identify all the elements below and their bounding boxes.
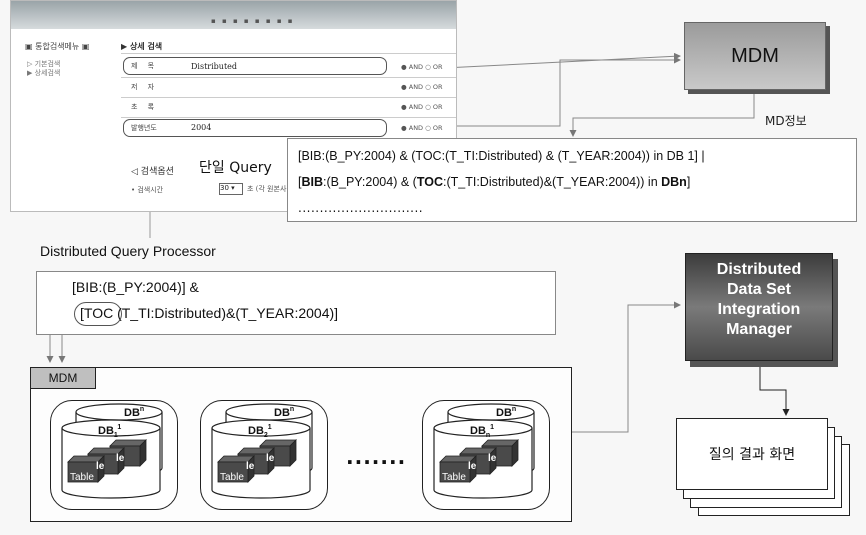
db-back-label: DBn: [274, 406, 294, 419]
search-options-label: ◁ 검색옵션: [131, 167, 174, 177]
db-back-label: DBn: [496, 406, 516, 419]
screenshot-topbar: ▪ ▪ ▪ ▪ ▪ ▪ ▪ ▪: [11, 1, 456, 29]
table-cube: [217, 461, 249, 483]
result-card-front: 질의 결과 화면: [676, 418, 828, 490]
search-time-suffix: 초 (각 원본사: [247, 185, 287, 193]
mdm-box: MDM: [684, 22, 826, 90]
row-label-title: 제 목: [131, 62, 159, 70]
title-highlight: [123, 57, 387, 75]
table-label: Table: [70, 472, 94, 483]
result-stack: 질의 결과 화면: [676, 418, 856, 518]
sidebar-item-detail[interactable]: ▶ 상세검색: [27, 69, 61, 77]
db-front-cylinder-top: [211, 419, 311, 437]
table-ie-label: le: [266, 453, 275, 464]
db-back-cylinder-top: [447, 403, 535, 421]
db-back-label: DBn: [124, 406, 144, 419]
sidebar-item-basic[interactable]: ▷ 기본검색: [27, 60, 61, 68]
db-front-cylinder-top: [433, 419, 533, 437]
andor-radio[interactable]: ● AND ○ OR: [401, 124, 443, 132]
andor-radio[interactable]: ● AND ○ OR: [401, 103, 443, 111]
dqp-query-box: [36, 271, 556, 335]
bib-query-box: [BIB:(B_PY:2004) & (TOC:(T_TI:Distribute…: [287, 138, 857, 222]
result-label: 질의 결과 화면: [708, 447, 796, 463]
row-label-author: 저 자: [131, 83, 159, 91]
year-field[interactable]: 2004: [191, 123, 212, 132]
bib-query-ellipsis: .............................: [298, 201, 424, 215]
row-divider: [121, 117, 456, 118]
dqp-title: Distributed Query Processor: [40, 243, 216, 259]
row-divider: [121, 97, 456, 98]
table-cube: [439, 461, 471, 483]
search-time-select[interactable]: 30 ▾: [219, 183, 243, 195]
ddsim-line: Integration: [717, 301, 801, 318]
row-label-abstract: 초 록: [131, 103, 159, 111]
andor-radio[interactable]: ● AND ○ OR: [401, 63, 443, 71]
table-ie-label: le: [246, 461, 255, 472]
ddsim-line: Manager: [726, 321, 792, 338]
table-ie-label: le: [116, 453, 125, 464]
table-label: Table: [220, 472, 244, 483]
db-ellipsis: .......: [346, 445, 407, 469]
table-label: Table: [442, 472, 466, 483]
title-field[interactable]: Distributed: [191, 62, 238, 71]
md-info-label: MD정보: [765, 114, 807, 128]
search-time-label: • 검색시간: [131, 186, 164, 194]
table-ie-label: le: [488, 453, 497, 464]
dqp-query-line-2: [TOC (T_TI:Distributed)&(T_YEAR:2004)]: [80, 305, 339, 321]
bib-query-line-1: [BIB:(B_PY:2004) & (TOC:(T_TI:Distribute…: [298, 149, 705, 163]
andor-radio[interactable]: ● AND ○ OR: [401, 83, 443, 91]
row-label-year: 발행년도: [131, 124, 157, 132]
ddsim-line: Data Set: [726, 281, 792, 298]
section-title: ▶ 상세 검색: [121, 42, 163, 51]
db-back-cylinder-top: [75, 403, 163, 421]
sidebar-title: ▣ 통합검색메뉴 ▣: [25, 42, 90, 51]
bib-query-line-2: [BIB:(B_PY:2004) & (TOC:(T_TI:Distribute…: [298, 175, 691, 189]
toc-highlight: [74, 302, 122, 326]
row-divider: [121, 53, 456, 54]
table-ie-label: le: [96, 461, 105, 472]
db-back-cylinder-top: [225, 403, 313, 421]
year-highlight: [123, 119, 387, 137]
table-cube: [67, 461, 99, 483]
dqp-query-line-1: [BIB:(B_PY:2004)] &: [72, 279, 199, 295]
ddsim-box: Distributed Data Set Integration Manager: [685, 253, 833, 361]
table-ie-label: le: [468, 461, 477, 472]
mdm-panel-tab: MDM: [30, 367, 96, 389]
ddsim-line: Distributed: [716, 261, 802, 278]
single-query-label: 단일 Query: [199, 160, 272, 176]
row-divider: [121, 77, 456, 78]
db-front-cylinder-top: [61, 419, 161, 437]
